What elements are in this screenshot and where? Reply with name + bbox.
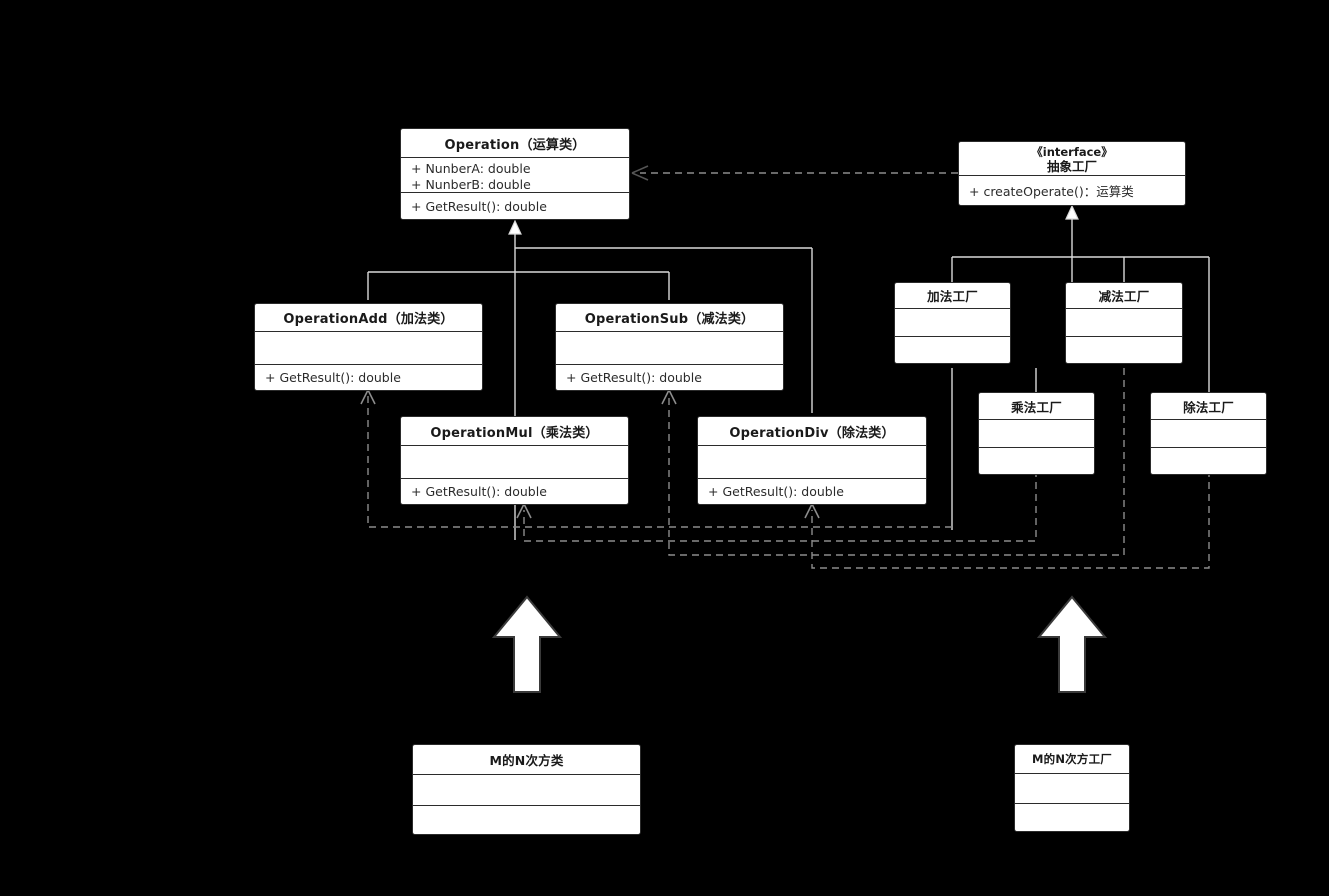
class-title-abstract-factory: 《interface》 抽象工厂: [959, 142, 1185, 175]
class-box-operation-div[interactable]: OperationDiv（除法类） + GetResult(): double: [697, 416, 927, 505]
class-box-power-factory[interactable]: M的N次方工厂: [1014, 744, 1130, 832]
dep-arrowhead-sub: [661, 389, 677, 405]
class-title-factory-add: 加法工厂: [927, 289, 978, 304]
class-attributes-factory-mul: [979, 419, 1094, 447]
class-title-operation-mul: OperationMul（乘法类）: [430, 425, 599, 441]
class-operations-factory-sub: [1066, 336, 1182, 362]
class-attributes-operation-sub: [556, 331, 783, 364]
dep-route-add: [367, 396, 952, 528]
class-box-power-class[interactable]: M的N次方类: [412, 744, 641, 835]
class-box-operation-add[interactable]: OperationAdd（加法类） + GetResult(): double: [254, 303, 483, 391]
dep-arrowhead-div: [804, 503, 820, 519]
class-title-factory-mul: 乘法工厂: [1011, 399, 1062, 415]
class-box-operation[interactable]: Operation（运算类） + NunberA: double + Nunbe…: [400, 128, 630, 220]
class-attributes-factory-sub: [1066, 308, 1182, 336]
class-operations-operation-add: + GetResult(): double: [255, 364, 482, 390]
attribute-item: + NunberB: double: [411, 177, 531, 192]
dependency-arrowhead-operation: [631, 165, 649, 181]
class-operations-operation-mul: + GetResult(): double: [401, 478, 628, 504]
class-attributes-operation: + NunberA: double + NunberB: double: [401, 157, 629, 192]
class-operations-factory-add: [895, 336, 1010, 362]
class-box-factory-mul[interactable]: 乘法工厂: [978, 392, 1095, 475]
class-attributes-operation-add: [255, 331, 482, 364]
class-operations-power-factory: [1015, 803, 1129, 831]
dep-route-sub: [668, 368, 1125, 556]
class-box-factory-sub[interactable]: 减法工厂: [1065, 282, 1183, 364]
class-operations-abstract-factory: + createOperate()：运算类: [959, 175, 1185, 205]
class-operations-factory-mul: [979, 447, 1094, 473]
class-attributes-power-class: [413, 774, 640, 805]
class-attributes-operation-div: [698, 445, 926, 478]
class-title-factory-div: 除法工厂: [1183, 399, 1234, 415]
attribute-item: + NunberA: double: [411, 161, 531, 176]
class-operations-power-class: [413, 805, 640, 834]
interface-name: 抽象工厂: [1046, 159, 1097, 174]
class-operations-operation-div: + GetResult(): double: [698, 478, 926, 504]
class-box-operation-sub[interactable]: OperationSub（减法类） + GetResult(): double: [555, 303, 784, 391]
dep-route-div: [811, 470, 1210, 569]
generalization-arrowhead-operation: [508, 219, 522, 235]
dep-arrowhead-mul: [516, 503, 532, 519]
class-operations-factory-div: [1151, 447, 1266, 473]
class-attributes-operation-mul: [401, 445, 628, 478]
stereotype-label: 《interface》: [1031, 145, 1113, 159]
dep-route-mul: [523, 470, 1037, 542]
class-box-factory-div[interactable]: 除法工厂: [1150, 392, 1267, 475]
class-title-operation: Operation（运算类）: [444, 137, 586, 153]
class-operations-operation-sub: + GetResult(): double: [556, 364, 783, 390]
class-attributes-factory-add: [895, 308, 1010, 336]
class-box-abstract-factory[interactable]: 《interface》 抽象工厂 + createOperate()：运算类: [958, 141, 1186, 206]
generalization-arrowhead-factory: [1065, 204, 1079, 220]
class-operations-operation: + GetResult(): double: [401, 192, 629, 219]
class-attributes-power-factory: [1015, 773, 1129, 803]
class-title-factory-sub: 减法工厂: [1098, 289, 1150, 304]
class-box-operation-mul[interactable]: OperationMul（乘法类） + GetResult(): double: [400, 416, 629, 505]
class-attributes-factory-div: [1151, 419, 1266, 447]
class-box-factory-add[interactable]: 加法工厂: [894, 282, 1011, 364]
block-arrow-right: [1036, 595, 1108, 693]
class-title-operation-sub: OperationSub（减法类）: [584, 312, 755, 327]
class-title-power-factory: M的N次方工厂: [1032, 752, 1112, 766]
class-title-operation-div: OperationDiv（除法类）: [729, 425, 895, 441]
dep-arrowhead-add: [360, 389, 376, 405]
class-title-power-class: M的N次方类: [489, 753, 564, 768]
class-title-operation-add: OperationAdd（加法类）: [283, 312, 454, 327]
block-arrow-left: [491, 595, 563, 693]
